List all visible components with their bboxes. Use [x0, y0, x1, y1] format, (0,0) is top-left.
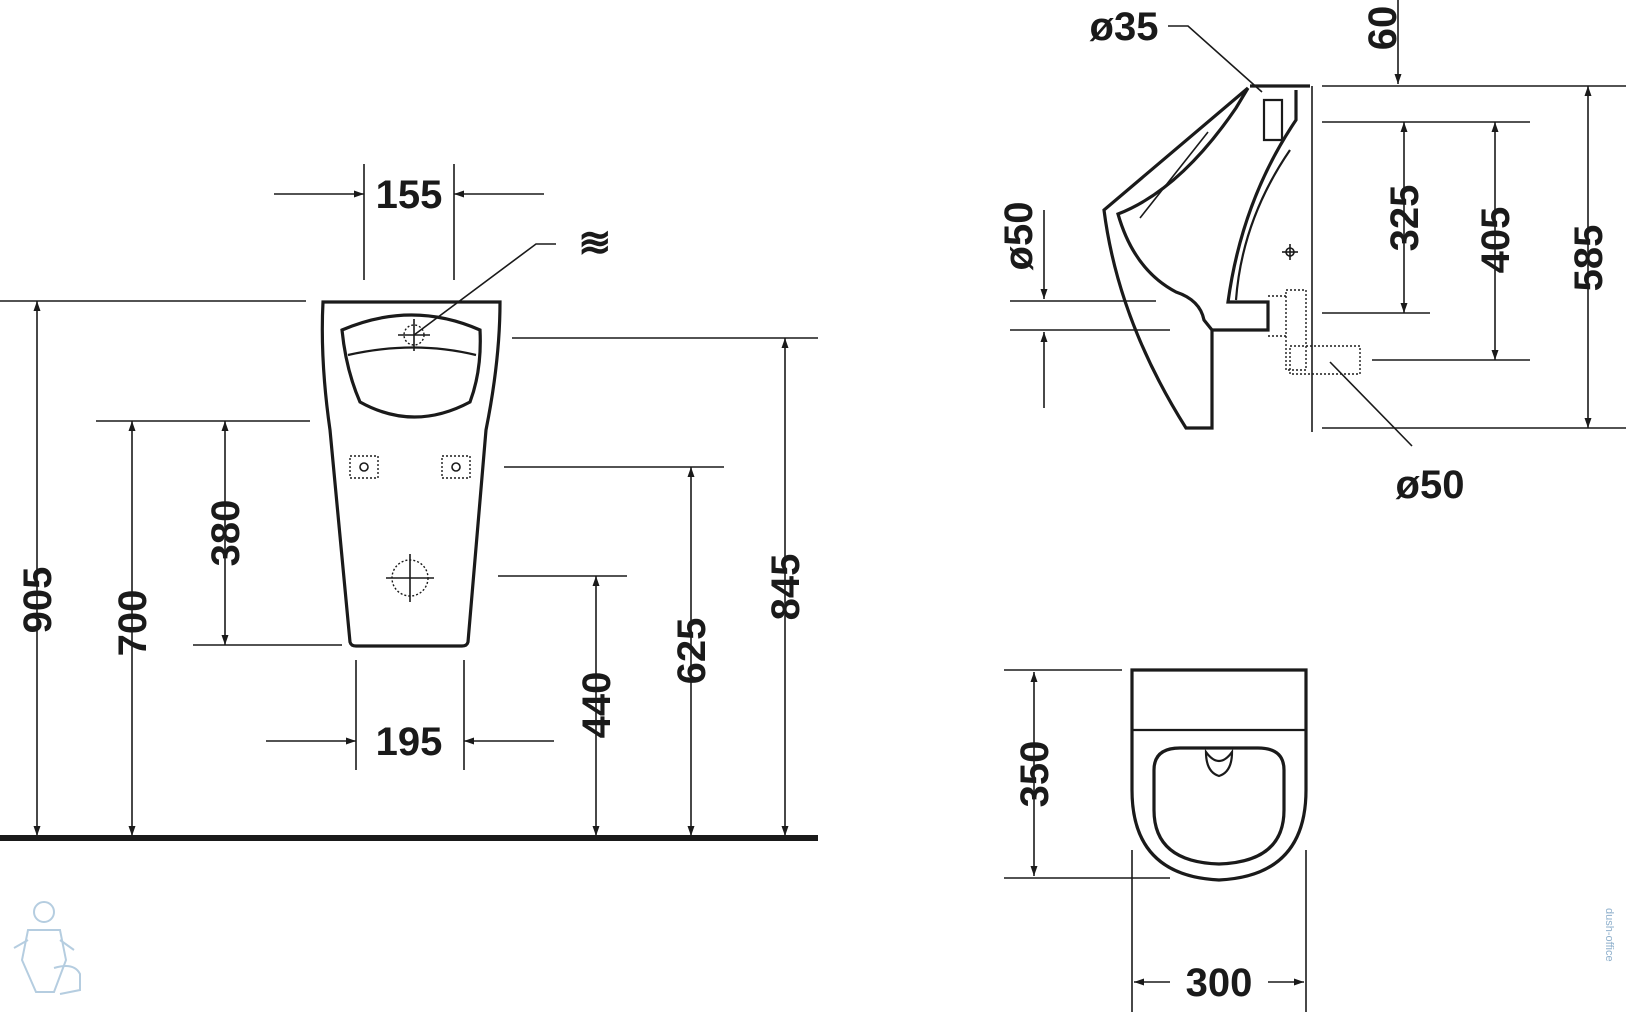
top-view: 350 300 — [1004, 668, 1308, 1012]
top-urinal-outline — [1130, 668, 1308, 882]
dim-outlet-width: 195 — [376, 720, 443, 764]
water-leader — [413, 243, 556, 336]
dim-rim-height: 700 — [111, 590, 155, 657]
dim-outlet-440: 440 — [575, 672, 619, 739]
front-view: ≋ 155 195 905 700 380 845 — [0, 164, 818, 841]
top-spreader — [1204, 748, 1234, 778]
front-bowl-opening — [340, 313, 482, 419]
front-outlet-marker — [386, 554, 434, 602]
side-fixing-marker — [1282, 244, 1298, 260]
dim-depth: 350 — [1013, 741, 1057, 808]
dim-top-offset: 60 — [1361, 6, 1405, 51]
top-bowl-opening — [1152, 746, 1286, 866]
side-view: ø35 60 325 405 585 ø50 ø50 — [997, 0, 1626, 507]
dim-325: 325 — [1383, 185, 1427, 252]
side-trap-line — [1234, 149, 1291, 301]
water-inlet-symbol: ≋ — [578, 221, 612, 265]
side-urinal-outline — [1102, 84, 1310, 430]
dim-fixing-625: 625 — [670, 618, 714, 685]
front-urinal-outline — [320, 300, 502, 648]
front-fixing-left — [349, 455, 379, 479]
inlet-dia-leader — [1168, 25, 1263, 93]
dim-inlet-dia: ø35 — [1090, 5, 1159, 49]
side-outlet-pipe — [1268, 289, 1361, 375]
front-fixing-right — [441, 455, 471, 479]
watermark-text: dush-office — [1603, 908, 1615, 962]
dim-inlet-width: 155 — [376, 173, 443, 217]
plumber-logo — [13, 901, 81, 995]
side-bowl-contour — [1116, 87, 1250, 331]
dim-top-height: 845 — [764, 554, 808, 621]
dim-405: 405 — [1474, 207, 1518, 274]
side-spreader — [1262, 98, 1284, 142]
dim-outlet-dia-bottom: ø50 — [1396, 463, 1465, 507]
outlet-dia-leader — [1329, 361, 1413, 447]
dim-585: 585 — [1567, 225, 1611, 292]
dim-width: 300 — [1186, 961, 1253, 1005]
dim-total-height: 905 — [16, 567, 60, 634]
front-bowl-inner — [347, 346, 477, 357]
dim-380: 380 — [204, 500, 248, 567]
dim-outlet-dia-top: ø50 — [997, 202, 1041, 271]
